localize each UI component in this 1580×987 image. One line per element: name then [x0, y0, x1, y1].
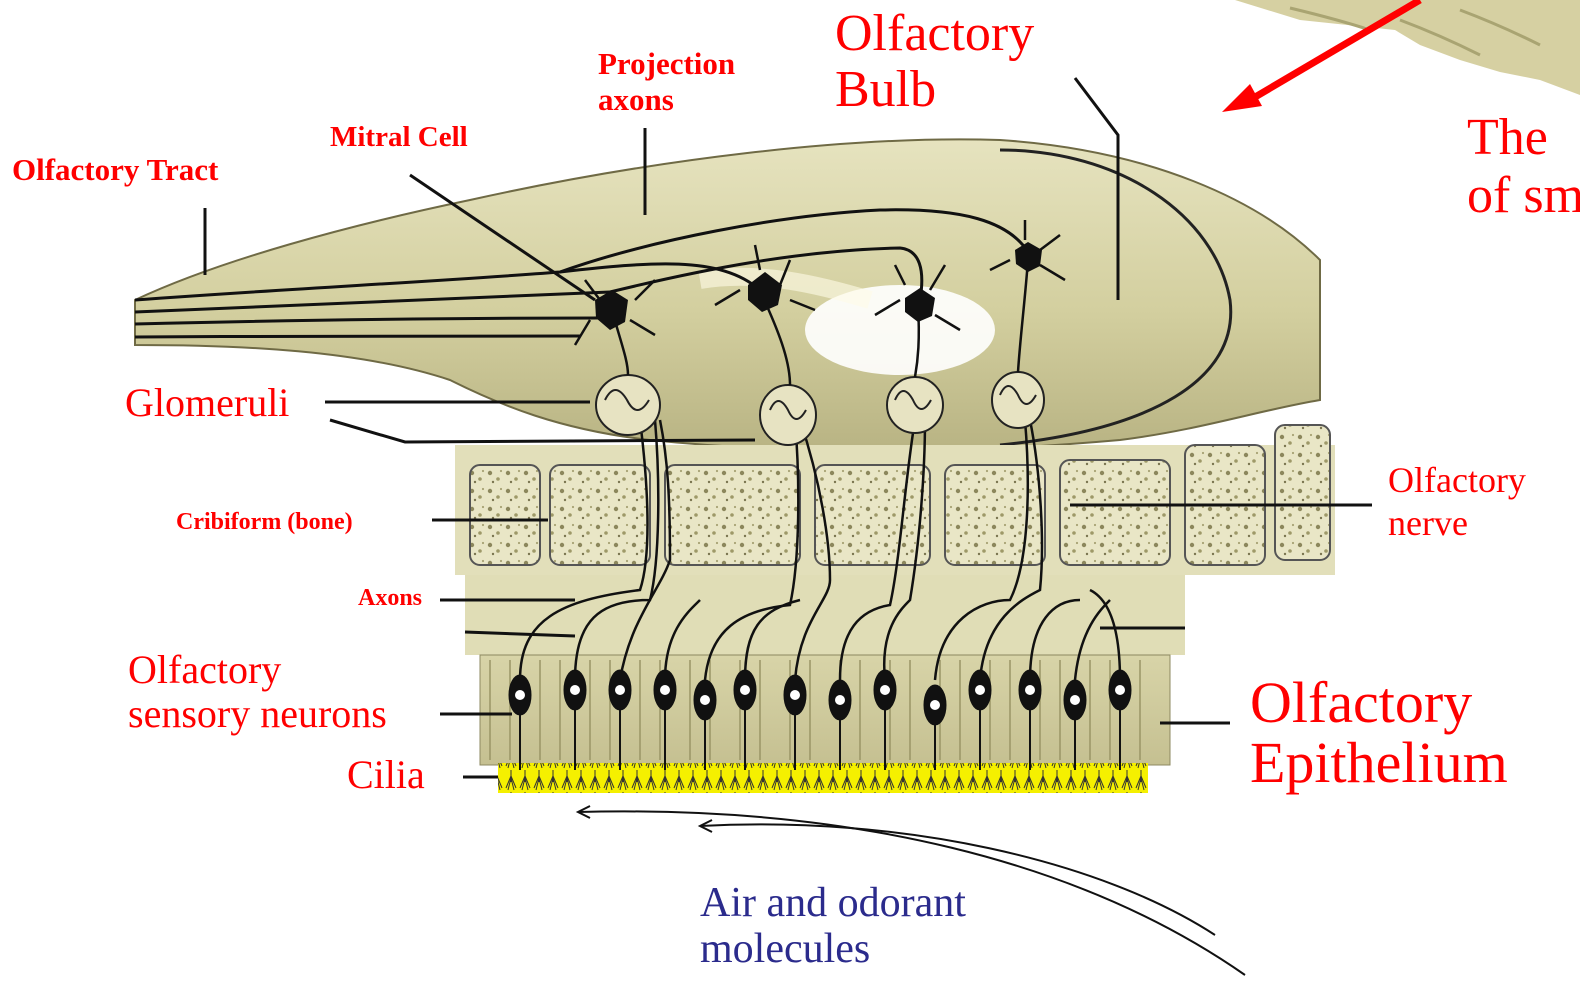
label-olfactory-nerve-line1: Olfactory	[1388, 462, 1526, 498]
label-cilia: Cilia	[347, 755, 425, 795]
label-corner-line1: The	[1467, 112, 1548, 164]
label-sensory-neurons-line1: Olfactory	[128, 650, 281, 690]
olfactory-bulb-shape	[135, 139, 1320, 451]
label-olfactory-bulb-line2: Bulb	[835, 64, 936, 116]
label-projection-axons-line1: Projection	[598, 48, 735, 79]
label-mitral-cell: Mitral Cell	[330, 123, 468, 152]
label-axons: Axons	[358, 586, 422, 610]
label-olfactory-epithelium-line2: Epithelium	[1250, 734, 1508, 792]
label-air-odorant-line1: Air and odorant	[700, 882, 966, 924]
label-cribiform-bone: Cribiform (bone)	[176, 510, 353, 534]
label-olfactory-nerve-line2: nerve	[1388, 505, 1468, 541]
cilia-band	[498, 763, 1148, 793]
label-glomeruli: Glomeruli	[125, 383, 289, 423]
label-projection-axons-line2: axons	[598, 84, 674, 115]
cribiform-bone	[455, 425, 1335, 575]
label-corner-line2: of sm	[1467, 170, 1580, 222]
label-olfactory-epithelium-line1: Olfactory	[1250, 674, 1472, 732]
label-sensory-neurons-line2: sensory neurons	[128, 694, 387, 734]
label-air-odorant-line2: molecules	[700, 928, 870, 970]
label-olfactory-tract: Olfactory Tract	[12, 154, 218, 185]
label-olfactory-bulb-line1: Olfactory	[835, 8, 1034, 60]
